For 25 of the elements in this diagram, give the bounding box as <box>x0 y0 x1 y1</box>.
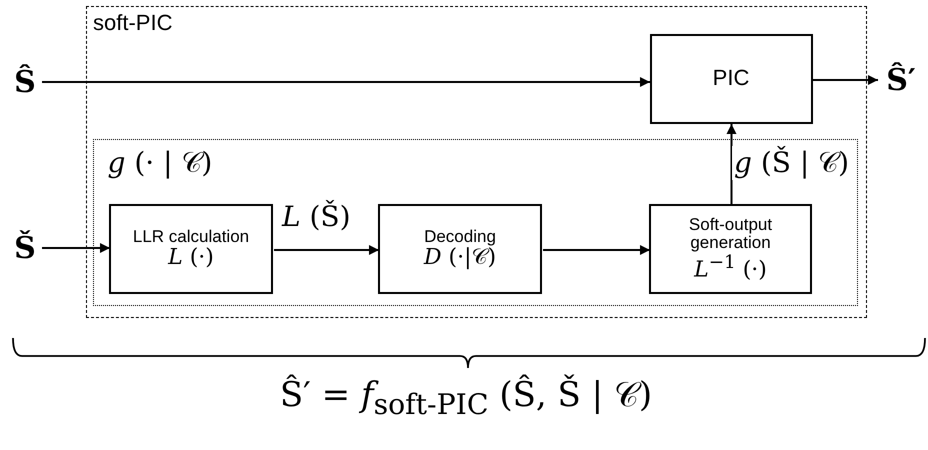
function-formula: L$^{−1}$ (·) <box>694 252 767 282</box>
process-box <box>650 34 812 124</box>
block-label: LLR calculation <box>132 228 250 246</box>
arrow <box>42 243 110 253</box>
arrow <box>543 245 650 255</box>
arrow <box>813 75 878 85</box>
block-label: Soft-output generation <box>688 216 774 253</box>
block-label: PIC <box>712 66 750 91</box>
dashed-boundary-box <box>86 6 867 318</box>
block-label: Decoding <box>424 228 496 246</box>
formula: Ŝ′ = f$_{soft-PIC}$ (Ŝ, Š | 𝒞) <box>278 375 654 421</box>
arrow <box>42 77 650 87</box>
process-box <box>109 204 273 294</box>
dotted-function-box <box>92 138 858 306</box>
signal-symbol: Ŝ <box>14 66 36 98</box>
function-label: g (· | 𝒞) <box>108 148 212 178</box>
function-formula: L (·) <box>168 246 214 270</box>
function-formula: D (·|𝒞) <box>424 246 496 270</box>
signal-symbol: Š <box>14 232 36 264</box>
arrow <box>726 124 736 205</box>
block-title: soft-PIC <box>93 11 172 36</box>
process-box <box>649 204 812 294</box>
signal-symbol: Ŝ′ <box>886 64 916 96</box>
arrow <box>274 245 379 255</box>
process-box <box>378 204 542 294</box>
